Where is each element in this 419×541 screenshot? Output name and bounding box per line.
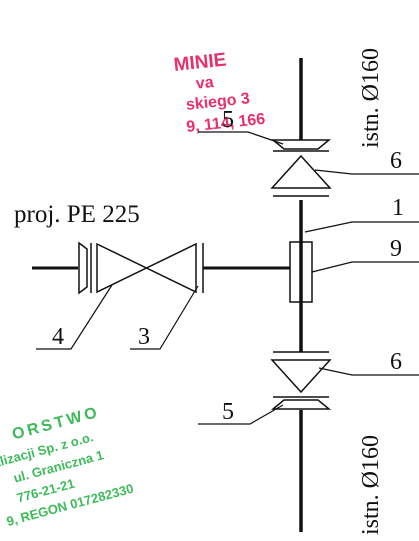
leader-5-bottom: [198, 404, 284, 425]
leader-6-top: [314, 169, 419, 175]
callout-6-top: 6: [390, 148, 402, 174]
flange-adapter-top: [270, 139, 332, 150]
reducer-bottom: [270, 359, 332, 394]
flange-adapter-branch: [78, 241, 88, 295]
leader-3: [130, 285, 199, 350]
leader-9: [311, 261, 419, 273]
gate-valve: [96, 242, 197, 294]
callout-9: 9: [390, 236, 402, 262]
red-stamp-line-2: va: [195, 74, 215, 93]
callout-5-bottom: 5: [222, 399, 234, 425]
red-stamp-line-3: skiego 3: [185, 90, 251, 114]
leader-1: [304, 221, 419, 233]
new-pipe-label: proj. PE 225: [14, 201, 140, 228]
existing-pipe-label-bottom: istn. Ø160: [358, 435, 384, 535]
callout-6-bottom: 6: [390, 349, 402, 375]
leader-4: [36, 284, 113, 350]
green-company-stamp: ORSTWO alizacji Sp. z o.o. ul. Graniczna…: [0, 404, 135, 529]
callout-3: 3: [138, 324, 150, 350]
flange-adapter-bottom: [270, 399, 332, 410]
callout-5-top: 5: [222, 107, 234, 133]
existing-pipe-label-top: istn. Ø160: [358, 48, 384, 148]
leader-5-top: [198, 131, 284, 145]
red-company-stamp: MINIE va skiego 3 9, 114, 166: [173, 50, 266, 136]
red-stamp-line-1: MINIE: [173, 50, 228, 76]
callout-1: 1: [392, 195, 404, 221]
drawing-lines: [32, 58, 419, 532]
leader-6-bottom: [318, 367, 419, 376]
callout-4: 4: [52, 324, 64, 350]
reducer-top: [270, 154, 332, 189]
